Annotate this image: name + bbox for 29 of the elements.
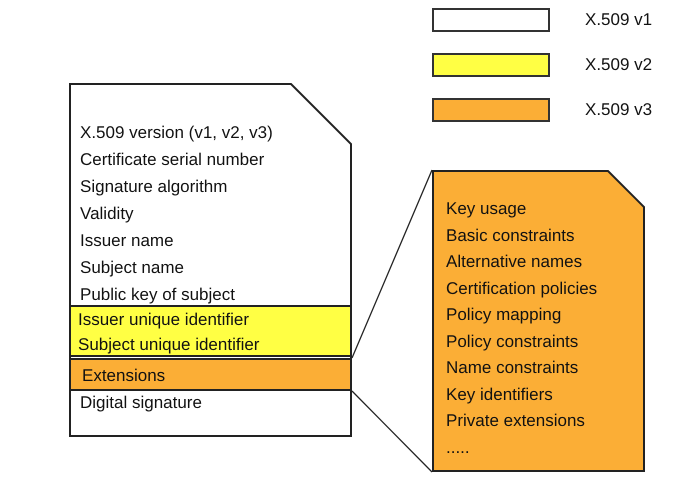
field-name: Validity (80, 204, 134, 224)
field-name: Extensions (82, 366, 166, 386)
field-name: Key usage (446, 199, 526, 219)
zoom-line (351, 169, 433, 473)
field-name: Key identifiers (446, 384, 553, 404)
field-name: Issuer unique identifier (78, 310, 250, 330)
field-name: ..... (446, 438, 470, 458)
legend-label: X.509 v3 (585, 100, 652, 120)
field-name: Policy mapping (446, 305, 562, 325)
field-name: Name constraints (446, 358, 578, 378)
field-name: Certificate serial number (80, 150, 264, 170)
document-card (432, 170, 645, 472)
field-name: Policy constraints (446, 332, 578, 352)
field-name: X.509 version (v1, v2, v3) (80, 123, 273, 143)
highlight-band (69, 305, 352, 357)
field-name: Public key of subject (80, 285, 235, 305)
legend-label: X.509 v2 (585, 55, 652, 75)
field-name: Certification policies (446, 278, 598, 298)
field-name: Issuer name (80, 231, 174, 251)
document-card (69, 83, 352, 437)
field-name: Basic constraints (446, 226, 574, 246)
field-name: Subject name (80, 258, 184, 278)
highlight-band (69, 358, 352, 391)
field-name: Private extensions (446, 411, 585, 431)
field-name: Subject unique identifier (78, 335, 260, 355)
field-name: Alternative names (446, 252, 582, 272)
field-name: Digital signature (80, 393, 202, 413)
legend-label: X.509 v1 (585, 10, 652, 30)
field-name: Signature algorithm (80, 177, 228, 197)
